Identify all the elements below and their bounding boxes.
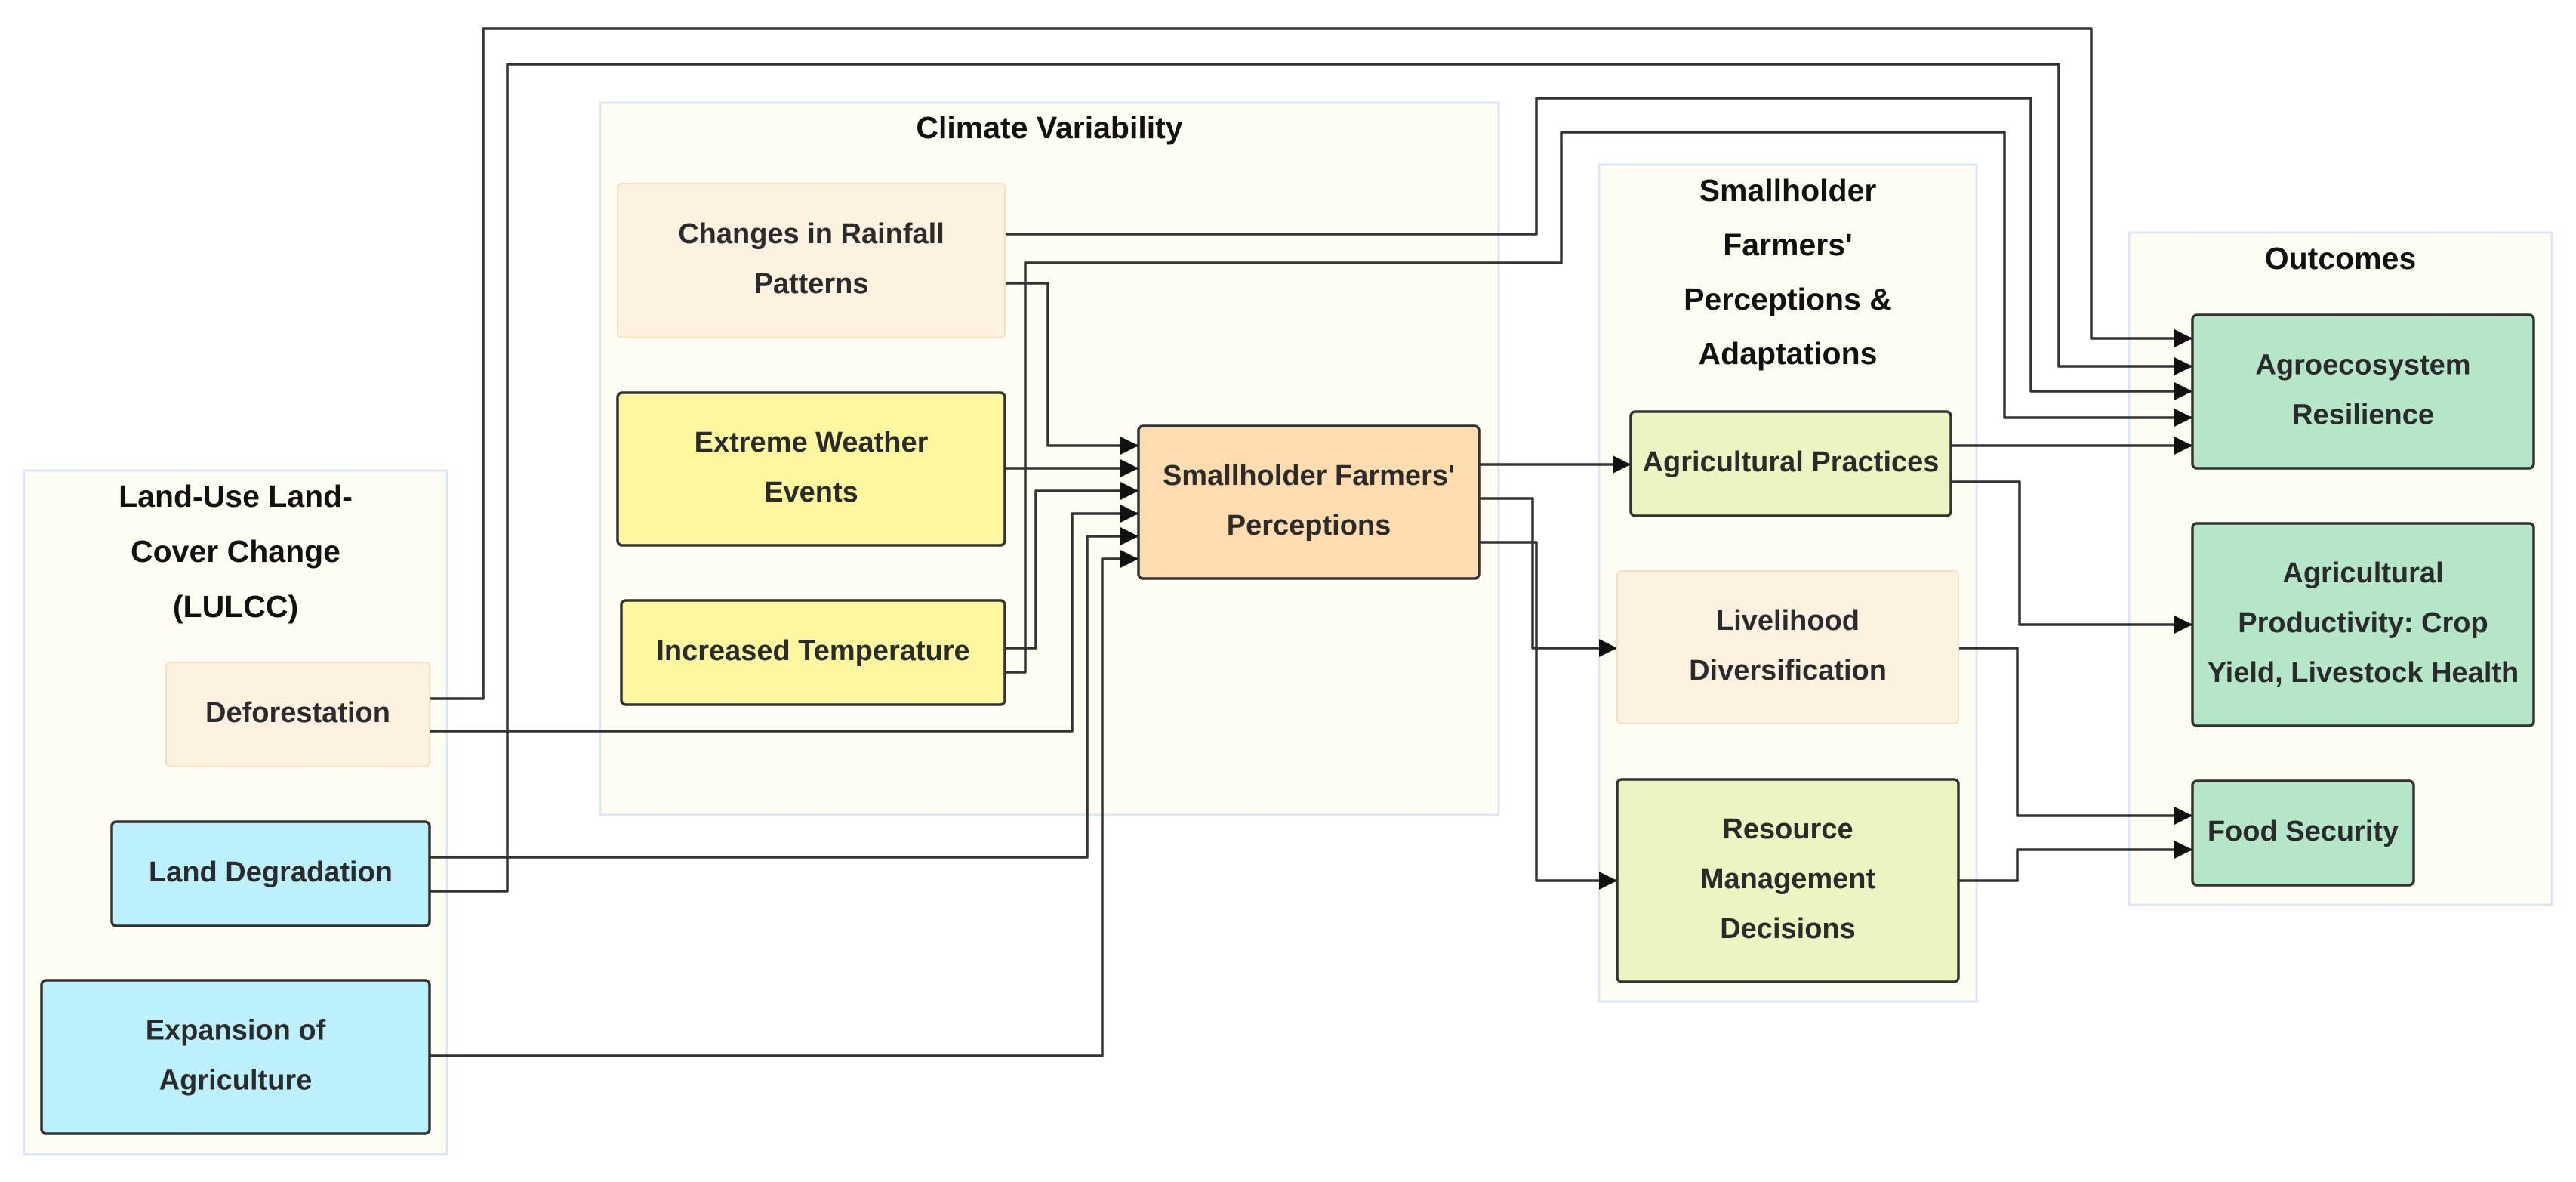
- node-label-resilience: Agroecosystem: [2255, 350, 2470, 381]
- node-food: Food Security: [2191, 779, 2415, 887]
- edge-perceptions-to-livelihood: [1479, 497, 1617, 657]
- node-label-expansion: Agriculture: [159, 1065, 313, 1097]
- group-title-lulcc: Cover Change: [131, 534, 340, 569]
- edge-deforestation-to-perceptions: [430, 505, 1139, 733]
- node-label-deforestation: Deforestation: [205, 697, 390, 729]
- group-title-outcomes: Outcomes: [2265, 241, 2417, 276]
- group-title-adaptations: Smallholder: [1699, 173, 1877, 208]
- node-label-rainfall: Patterns: [753, 268, 868, 300]
- group-title-climate: Climate Variability: [916, 110, 1182, 145]
- node-degradation: Land Degradation: [110, 820, 431, 927]
- node-label-expansion: Expansion of: [146, 1015, 326, 1047]
- node-expansion: Expansion of Agriculture: [40, 979, 431, 1135]
- node-label-livelihood: Diversification: [1689, 655, 1887, 687]
- edge-temperature-to-resilience: [1005, 131, 2192, 674]
- group-title-lulcc: (LULCC): [173, 589, 298, 624]
- node-perceptions: Smallholder Farmers' Perceptions: [1137, 424, 1481, 580]
- edge-expansion-to-perceptions: [430, 550, 1139, 1057]
- node-label-degradation: Land Degradation: [149, 856, 393, 888]
- node-label-perceptions: Smallholder Farmers': [1163, 460, 1455, 492]
- node-label-livelihood: Livelihood: [1716, 605, 1860, 637]
- edge-resource-to-food: [1958, 841, 2192, 882]
- node-temperature: Increased Temperature: [620, 599, 1006, 706]
- group-title-adaptations: Adaptations: [1699, 336, 1878, 371]
- edge-degradation-to-perceptions: [430, 527, 1139, 859]
- node-label-food: Food Security: [2208, 816, 2399, 847]
- node-practices: Agricultural Practices: [1629, 410, 1952, 517]
- node-label-extreme: Extreme Weather: [695, 427, 929, 458]
- node-label-resilience: Resilience: [2292, 400, 2434, 431]
- node-label-productivity: Yield, Livestock Health: [2208, 657, 2519, 689]
- node-label-extreme: Events: [764, 477, 858, 508]
- group-title-adaptations: Perceptions &: [1684, 282, 1892, 316]
- node-label-perceptions: Perceptions: [1227, 510, 1391, 542]
- edge-temperature-to-perceptions: [1005, 482, 1139, 650]
- edge-practices-to-productivity: [1951, 480, 2192, 634]
- edge-livelihood-to-food: [1958, 647, 2192, 825]
- edge-deforestation-to-resilience: [430, 27, 2192, 700]
- node-label-productivity: Agricultural: [2282, 557, 2443, 589]
- node-label-temperature: Increased Temperature: [656, 635, 969, 667]
- group-title-lulcc: Land-Use Land-: [119, 479, 353, 514]
- node-label-resource: Management: [1700, 863, 1876, 895]
- edge-degradation-to-resilience: [430, 63, 2192, 893]
- group-title-adaptations: Farmers': [1723, 227, 1853, 262]
- node-label-resource: Decisions: [1720, 913, 1856, 945]
- node-label-resource: Resource: [1722, 813, 1853, 845]
- edge-rainfall-to-resilience: [1005, 97, 2192, 400]
- node-deforestation: Deforestation: [165, 662, 430, 767]
- node-label-productivity: Productivity: Crop: [2238, 607, 2488, 639]
- node-label-rainfall: Changes in Rainfall: [678, 218, 944, 250]
- node-label-practices: Agricultural Practices: [1643, 446, 1940, 478]
- edge-perceptions-to-resource: [1479, 541, 1617, 890]
